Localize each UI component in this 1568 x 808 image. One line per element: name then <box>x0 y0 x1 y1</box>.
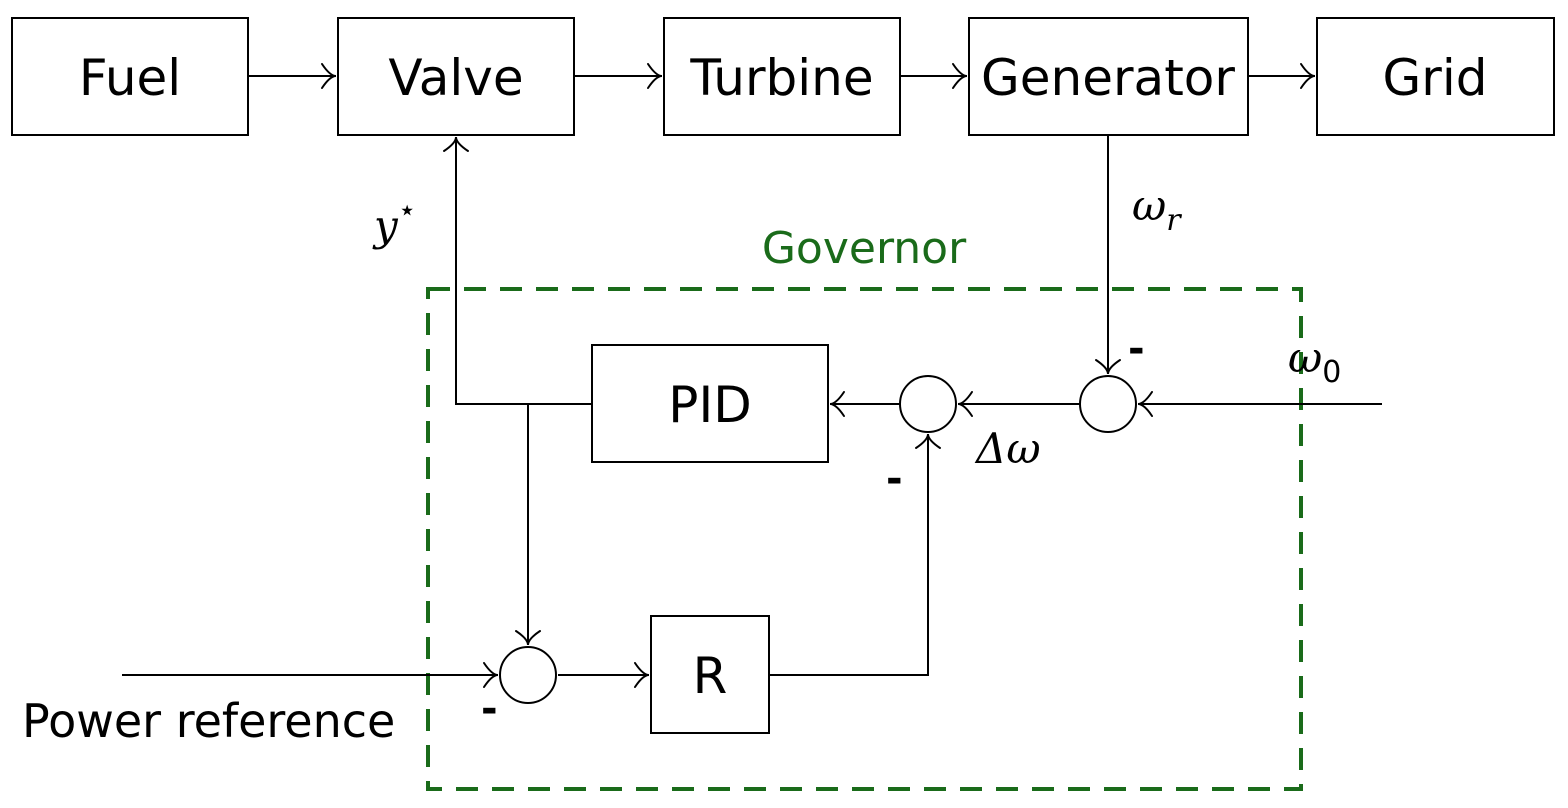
r-feedback-minus-sign: - <box>886 456 903 502</box>
governor-boundary <box>426 287 1303 791</box>
generator-block: Generator <box>968 17 1249 136</box>
fuel-label: Fuel <box>79 49 181 107</box>
generator-to-grid-arrowhead <box>1300 63 1316 89</box>
speed-summing-junction <box>1079 375 1137 433</box>
omega-0-label: ω0 <box>1288 333 1341 390</box>
r-feedback-wire <box>769 434 929 676</box>
grid-label: Grid <box>1383 49 1488 107</box>
pid-block: PID <box>591 344 829 463</box>
pid-to-valve-wire <box>455 137 592 405</box>
r-feedback-arrowhead <box>915 433 941 449</box>
r-block: R <box>650 615 770 734</box>
fuel-to-valve-arrowhead <box>321 63 337 89</box>
delta-omega-label: Δω <box>974 424 1041 473</box>
omega-r-label: ωr <box>1132 181 1182 238</box>
valve-label: Valve <box>388 49 523 107</box>
power-summing-junction <box>499 646 557 704</box>
power-reference-arrowhead <box>483 662 499 688</box>
turbine-block: Turbine <box>663 17 901 136</box>
error-to-pid-arrowhead <box>829 391 845 417</box>
valve-to-turbine-arrowhead <box>647 63 663 89</box>
error-summing-junction <box>899 375 957 433</box>
turbine-to-generator-arrowhead <box>952 63 968 89</box>
grid-block: Grid <box>1316 17 1555 136</box>
generator-label: Generator <box>981 49 1235 107</box>
power-reference-label: Power reference <box>22 694 395 748</box>
pid-label: PID <box>668 376 751 434</box>
omega-r-minus-sign: - <box>1128 326 1145 372</box>
governor-label: Governor <box>762 223 967 274</box>
top-row-wires <box>248 63 1316 89</box>
turbine-label: Turbine <box>689 49 873 107</box>
r-label: R <box>693 647 728 705</box>
delta-omega-arrowhead <box>957 391 973 417</box>
fuel-block: Fuel <box>11 17 249 136</box>
omega-r-arrowhead <box>1095 359 1121 375</box>
power-to-r-arrowhead <box>634 662 650 688</box>
y-star-label: y⋆ <box>372 193 417 250</box>
pid-to-valve-arrowhead <box>443 136 469 152</box>
omega0-arrowhead <box>1137 391 1153 417</box>
power-ref-minus-sign: - <box>481 686 498 732</box>
pid-branch-arrowhead <box>515 630 541 646</box>
valve-block: Valve <box>337 17 575 136</box>
